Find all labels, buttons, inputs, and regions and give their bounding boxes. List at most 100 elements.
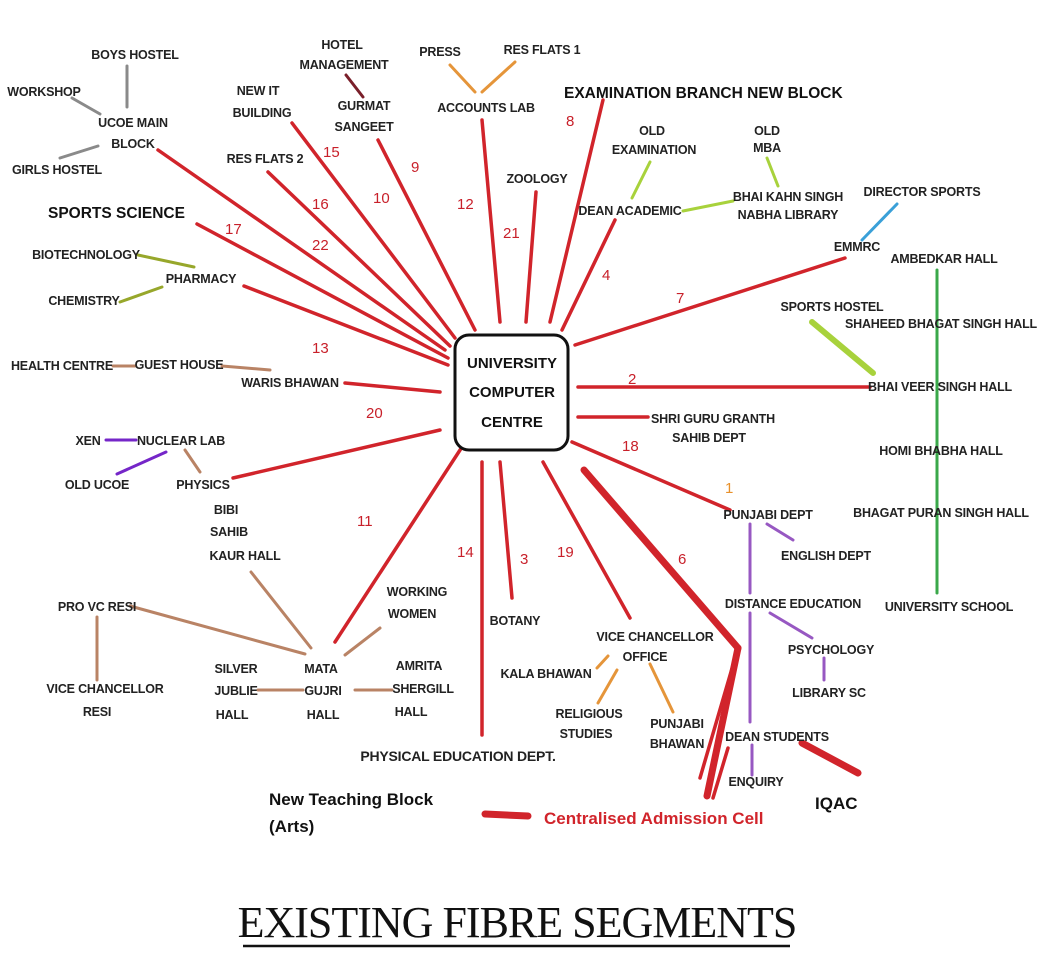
label-vc-resi-2[interactable]: RESI xyxy=(83,705,112,719)
centre-line-1: UNIVERSITY xyxy=(467,355,557,372)
link-hotel xyxy=(344,73,365,99)
label-xen[interactable]: XEN xyxy=(75,434,100,448)
label-director-sports[interactable]: DIRECTOR SPORTS xyxy=(864,185,981,199)
label-enquiry[interactable]: ENQUIRY xyxy=(728,775,784,789)
label-accounts-lab[interactable]: ACCOUNTS LAB xyxy=(437,101,535,115)
label-old-exam-2[interactable]: EXAMINATION xyxy=(612,143,697,157)
label-ucoe-main-2[interactable]: BLOCK xyxy=(111,137,155,151)
label-vc-office-2[interactable]: OFFICE xyxy=(623,650,668,664)
label-physical-education-dept[interactable]: PHYSICAL EDUCATION DEPT. xyxy=(360,748,556,764)
link-bibi-mata xyxy=(249,570,313,650)
label-guest-house[interactable]: GUEST HOUSE xyxy=(135,358,224,372)
link-vc-punjabi-bhawan xyxy=(648,662,675,714)
segment-number-19: 19 xyxy=(557,544,574,561)
label-old-mba-1[interactable]: OLD xyxy=(754,124,780,138)
label-centralised-admission-cell[interactable]: Centralised Admission Cell xyxy=(544,809,763,828)
label-chemistry[interactable]: CHEMISTRY xyxy=(48,294,120,308)
label-bhai-kahn-1[interactable]: BHAI KAHN SINGH xyxy=(733,190,844,204)
label-punjabi-bhawan-1[interactable]: PUNJABI xyxy=(650,717,704,731)
label-old-mba-2[interactable]: MBA xyxy=(753,141,781,155)
label-res-flats-2[interactable]: RES FLATS 2 xyxy=(227,152,304,166)
link-waris xyxy=(343,381,442,394)
label-boys-hostel[interactable]: BOYS HOSTEL xyxy=(91,48,179,62)
node-labels: BOYS HOSTEL WORKSHOP UCOE MAIN BLOCK GIR… xyxy=(7,38,1037,836)
segment-number-10: 10 xyxy=(373,190,390,207)
link-working-mata xyxy=(343,626,382,657)
label-old-ucoe[interactable]: OLD UCOE xyxy=(65,478,130,492)
label-vc-office-1[interactable]: VICE CHANCELLOR xyxy=(596,630,714,644)
label-dean-academic[interactable]: DEAN ACADEMIC xyxy=(578,204,682,218)
label-distance-education[interactable]: DISTANCE EDUCATION xyxy=(725,597,862,611)
label-bibi-2[interactable]: SAHIB xyxy=(210,525,248,539)
label-exam-new-block[interactable]: EXAMINATION BRANCH NEW BLOCK xyxy=(564,85,844,102)
label-press[interactable]: PRESS xyxy=(419,45,461,59)
label-homi-bhabha-hall[interactable]: HOMI BHABHA HALL xyxy=(879,444,1003,458)
label-bhagat-puran-singh-hall[interactable]: BHAGAT PURAN SINGH HALL xyxy=(853,506,1029,520)
label-hotel-1[interactable]: HOTEL xyxy=(321,38,363,52)
label-pro-vc-resi[interactable]: PRO VC RESI xyxy=(58,600,137,614)
label-emmrc[interactable]: EMMRC xyxy=(834,240,881,254)
label-old-exam-1[interactable]: OLD xyxy=(639,124,665,138)
label-sports-science[interactable]: SPORTS SCIENCE xyxy=(48,205,185,222)
label-girls-hostel[interactable]: GIRLS HOSTEL xyxy=(12,163,103,177)
label-new-it-2[interactable]: BUILDING xyxy=(233,106,292,120)
label-mata-3[interactable]: HALL xyxy=(307,708,340,722)
label-religious-2[interactable]: STUDIES xyxy=(560,727,613,741)
label-workshop[interactable]: WORKSHOP xyxy=(7,85,81,99)
label-kala-bhawan[interactable]: KALA BHAWAN xyxy=(500,667,591,681)
label-sports-hostel[interactable]: SPORTS HOSTEL xyxy=(781,300,885,314)
label-punjabi-dept[interactable]: PUNJABI DEPT xyxy=(723,508,813,522)
label-bhai-kahn-2[interactable]: NABHA LIBRARY xyxy=(738,208,840,222)
label-psychology[interactable]: PSYCHOLOGY xyxy=(788,643,875,657)
link-centralised-down xyxy=(703,644,742,800)
label-new-teaching-2[interactable]: (Arts) xyxy=(269,817,314,836)
label-mata-2[interactable]: GUJRI xyxy=(304,684,341,698)
link-iqac xyxy=(798,739,862,777)
label-gurmat-1[interactable]: GURMAT xyxy=(338,99,391,113)
label-physics[interactable]: PHYSICS xyxy=(176,478,230,492)
label-iqac[interactable]: IQAC xyxy=(815,794,858,813)
label-new-it-1[interactable]: NEW IT xyxy=(237,84,280,98)
label-biotechnology[interactable]: BIOTECHNOLOGY xyxy=(32,248,141,262)
label-waris-bhawan[interactable]: WARIS BHAWAN xyxy=(241,376,339,390)
label-botany[interactable]: BOTANY xyxy=(490,614,542,628)
label-dean-students[interactable]: DEAN STUDENTS xyxy=(725,730,829,744)
label-amrita-2[interactable]: SHERGILL xyxy=(392,682,454,696)
label-guru-granth-1[interactable]: SHRI GURU GRANTH xyxy=(651,412,775,426)
link-botany xyxy=(498,460,514,600)
label-amrita-1[interactable]: AMRITA xyxy=(396,659,443,673)
label-guru-granth-2[interactable]: SAHIB DEPT xyxy=(672,431,746,445)
label-bhai-veer-singh-hall[interactable]: BHAI VEER SINGH HALL xyxy=(868,380,1013,394)
label-bibi-1[interactable]: BIBI xyxy=(214,503,238,517)
segment-number-15: 15 xyxy=(323,144,340,161)
label-ambedkar-hall[interactable]: AMBEDKAR HALL xyxy=(890,252,998,266)
label-shaheed-bhagat-singh-hall[interactable]: SHAHEED BHAGAT SINGH HALL xyxy=(845,317,1038,331)
label-working-2[interactable]: WOMEN xyxy=(388,607,437,621)
label-english-dept[interactable]: ENGLISH DEPT xyxy=(781,549,872,563)
link-gurmat xyxy=(376,138,477,332)
label-gurmat-2[interactable]: SANGEET xyxy=(334,120,394,134)
label-punjabi-bhawan-2[interactable]: BHAWAN xyxy=(650,737,705,751)
label-silver-2[interactable]: JUBLIE xyxy=(214,684,257,698)
label-res-flats-1[interactable]: RES FLATS 1 xyxy=(504,43,581,57)
label-bibi-3[interactable]: KAUR HALL xyxy=(209,549,281,563)
label-ucoe-main-1[interactable]: UCOE MAIN xyxy=(98,116,168,130)
link-biotech xyxy=(136,253,196,269)
label-vc-resi-1[interactable]: VICE CHANCELLOR xyxy=(46,682,164,696)
label-working-1[interactable]: WORKING xyxy=(387,585,448,599)
label-silver-3[interactable]: HALL xyxy=(216,708,249,722)
university-computer-centre[interactable]: UNIVERSITY COMPUTER CENTRE xyxy=(453,333,570,452)
label-amrita-3[interactable]: HALL xyxy=(395,705,428,719)
label-university-school[interactable]: UNIVERSITY SCHOOL xyxy=(885,600,1014,614)
label-pharmacy[interactable]: PHARMACY xyxy=(166,272,238,286)
label-religious-1[interactable]: RELIGIOUS xyxy=(556,707,623,721)
label-mata-1[interactable]: MATA xyxy=(304,662,338,676)
label-nuclear-lab[interactable]: NUCLEAR LAB xyxy=(137,434,225,448)
label-health-centre[interactable]: HEALTH CENTRE xyxy=(11,359,113,373)
label-silver-1[interactable]: SILVER xyxy=(214,662,257,676)
label-hotel-2[interactable]: MANAGEMENT xyxy=(300,58,390,72)
label-new-teaching-1[interactable]: New Teaching Block xyxy=(269,790,434,809)
label-library-sc[interactable]: LIBRARY SC xyxy=(792,686,866,700)
segment-number-14: 14 xyxy=(457,544,474,561)
label-zoology[interactable]: ZOOLOGY xyxy=(506,172,568,186)
